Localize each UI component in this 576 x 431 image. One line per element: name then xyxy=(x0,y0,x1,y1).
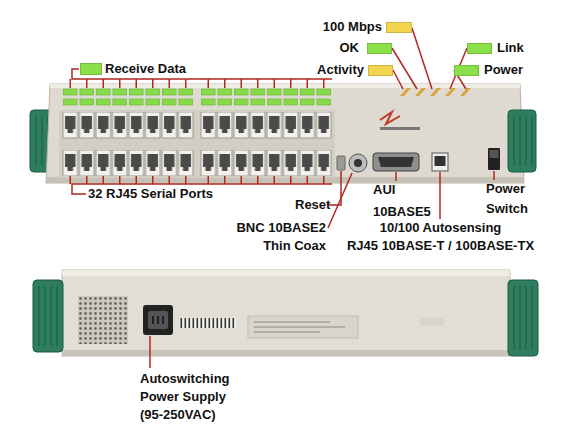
reset-button xyxy=(337,156,345,170)
wrap-spacer xyxy=(333,219,373,237)
leader-line xyxy=(439,172,441,219)
aui-connector xyxy=(373,153,419,171)
connector-callout: 10/100 Autosensing RJ45 10BASE-T / 100BA… xyxy=(333,219,548,255)
led-color-swatch xyxy=(454,65,479,76)
rj45-ports xyxy=(200,112,332,176)
inlet-socket xyxy=(148,311,168,329)
power-switch xyxy=(488,148,500,170)
connector-callout: BNC 10BASE2 Thin Coax xyxy=(226,219,326,255)
front-view xyxy=(30,84,536,183)
bnc-pin xyxy=(354,159,362,167)
leader-line xyxy=(393,70,403,89)
wrap-spacer xyxy=(508,219,548,237)
chassis-top xyxy=(62,270,510,276)
aui-socket xyxy=(378,157,414,167)
led-color-swatch xyxy=(368,65,393,76)
rj45-network-port xyxy=(432,153,448,171)
leader-line xyxy=(395,172,397,181)
led-color-swatch xyxy=(80,63,102,75)
leader-line xyxy=(328,173,352,228)
led-label: Power xyxy=(484,62,554,78)
rating-sticker xyxy=(248,316,358,338)
model-sticker xyxy=(420,318,444,326)
leader-lines xyxy=(70,28,494,368)
status-led xyxy=(430,88,441,96)
port-callout: 32 RJ45 Serial Ports xyxy=(88,185,248,203)
switch-callout: Power Switch xyxy=(486,179,542,219)
sticker-print xyxy=(254,322,345,332)
rj45-ports xyxy=(62,112,194,176)
led-bank xyxy=(200,88,332,108)
chassis xyxy=(62,270,510,356)
led-label: Link xyxy=(497,40,557,56)
led-label: Activity xyxy=(270,62,364,78)
logo-underline xyxy=(380,127,420,130)
leader-line xyxy=(412,28,432,89)
button-callout: Reset xyxy=(295,196,345,214)
power-inlet xyxy=(143,305,173,335)
led-label: 100 Mbps xyxy=(290,19,382,35)
barcode xyxy=(180,318,236,328)
bracket-ticks xyxy=(70,176,324,184)
switch-rocker xyxy=(490,150,499,158)
chassis-base xyxy=(62,350,510,356)
status-led xyxy=(400,88,411,96)
power-supply-callout: Autoswitching Power Supply (95-250VAC) xyxy=(140,370,240,424)
chassis xyxy=(46,84,524,183)
bumper xyxy=(508,110,536,172)
leader-line xyxy=(493,171,495,180)
led-bank xyxy=(62,88,194,108)
bumper-ridges xyxy=(514,286,532,350)
led-label: Receive Data xyxy=(105,61,215,77)
led-color-swatch xyxy=(467,43,492,54)
bumper xyxy=(508,280,538,356)
led-color-swatch xyxy=(367,43,392,54)
inlet-pins xyxy=(153,316,163,324)
leader-line xyxy=(392,48,417,89)
led-color-swatch xyxy=(386,22,412,33)
led-label: OK xyxy=(300,40,359,56)
logo-mark xyxy=(380,112,400,124)
rj45-socket xyxy=(435,156,446,166)
bracket-ticks xyxy=(70,79,324,88)
bumper xyxy=(33,280,63,352)
fan-grille xyxy=(78,296,128,344)
leader-line xyxy=(149,336,151,368)
bnc-connector xyxy=(349,154,367,172)
connector-callout: AUI 10BASE5 xyxy=(373,179,441,223)
port-panel xyxy=(59,110,335,178)
bumper-ridges xyxy=(514,116,532,166)
bumper-ridges xyxy=(39,286,57,346)
rear-view xyxy=(33,270,538,356)
